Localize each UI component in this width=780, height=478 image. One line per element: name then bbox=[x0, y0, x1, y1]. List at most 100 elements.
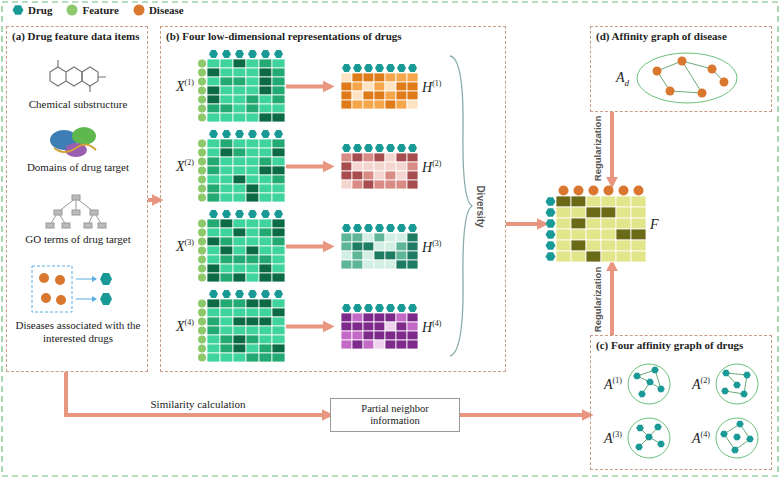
matrix-cell bbox=[363, 162, 374, 171]
panel-frame: A(1)A(2)A(3)A(4)(c) Four affinity graph … bbox=[590, 335, 772, 470]
matrix-cell bbox=[233, 308, 246, 317]
matrix-cell bbox=[272, 255, 285, 264]
matrix-cell bbox=[220, 184, 233, 193]
symbol-label: H(4) bbox=[419, 318, 444, 336]
matrix-cell bbox=[207, 255, 220, 264]
matrix-cell bbox=[246, 273, 259, 282]
math-symbol: A bbox=[692, 377, 701, 392]
matrix-cell bbox=[220, 264, 233, 273]
drug-marker bbox=[546, 208, 556, 217]
matrix-cell bbox=[220, 86, 233, 95]
matrix-cell bbox=[246, 246, 259, 255]
flow-arrow bbox=[148, 198, 160, 202]
matrix-cell bbox=[396, 100, 407, 109]
drug-marker bbox=[274, 50, 283, 58]
math-symbol: A bbox=[604, 431, 613, 446]
drug-vertex bbox=[743, 372, 751, 379]
matrix-cell bbox=[246, 255, 259, 264]
matrix-cell bbox=[341, 331, 352, 340]
matrix-cell bbox=[616, 218, 631, 229]
drug-marker bbox=[235, 50, 244, 58]
matrix-cell bbox=[220, 148, 233, 157]
matrix-block: H(3) bbox=[331, 223, 444, 270]
drug-marker bbox=[261, 50, 270, 58]
matrix-cell bbox=[259, 308, 272, 317]
data-item: Domains of drug target bbox=[11, 161, 145, 174]
legend-swatch bbox=[12, 4, 24, 16]
matrix-cell bbox=[272, 77, 285, 86]
matrix-cell bbox=[341, 322, 352, 331]
math-symbol: (1) bbox=[432, 78, 441, 87]
matrix-cell bbox=[220, 113, 233, 122]
matrix-cell bbox=[272, 317, 285, 326]
drug-marker bbox=[222, 130, 231, 138]
matrix-cell bbox=[352, 153, 363, 162]
matrix-cell bbox=[556, 207, 571, 218]
symbol-label: A(1) bbox=[601, 375, 625, 393]
symbol-label: F bbox=[647, 215, 662, 233]
matrix-cell bbox=[385, 171, 396, 180]
matrix-cell bbox=[272, 344, 285, 353]
legend-text: Disease bbox=[149, 4, 184, 16]
matrix-cell bbox=[220, 273, 233, 282]
drug-marker bbox=[546, 241, 556, 250]
matrix-cell bbox=[220, 335, 233, 344]
go-term-tree-icon bbox=[46, 195, 106, 228]
matrix-cell bbox=[220, 326, 233, 335]
matrix-cell bbox=[233, 77, 246, 86]
math-symbol: d bbox=[625, 78, 630, 88]
drug-vertex bbox=[635, 444, 643, 451]
matrix-cell bbox=[207, 113, 220, 122]
matrix-cell bbox=[207, 228, 220, 237]
matrix-cell bbox=[363, 322, 374, 331]
matrix-cell bbox=[396, 82, 407, 91]
math-symbol: X bbox=[176, 159, 185, 174]
matrix-cell bbox=[207, 148, 220, 157]
matrix-cell bbox=[207, 77, 220, 86]
matrix-cell bbox=[631, 240, 646, 251]
matrix-cell bbox=[396, 331, 407, 340]
matrix-cell bbox=[259, 335, 272, 344]
matrix-grid bbox=[197, 209, 286, 283]
matrix-cell bbox=[233, 68, 246, 77]
matrix-cell bbox=[556, 240, 571, 251]
matrix-cell bbox=[207, 317, 220, 326]
data-item: Chemical substructure bbox=[11, 98, 145, 111]
matrix-cell bbox=[396, 73, 407, 82]
drug-marker bbox=[248, 290, 257, 298]
matrix-cell bbox=[259, 344, 272, 353]
flow-arrow bbox=[66, 372, 330, 415]
matrix-cell bbox=[385, 260, 396, 269]
matrix-cell bbox=[341, 251, 352, 260]
matrix-cell bbox=[259, 184, 272, 193]
drug-vertex bbox=[733, 434, 741, 441]
matrix-cell bbox=[233, 104, 246, 113]
matrix-cell bbox=[233, 95, 246, 104]
matrix-cell bbox=[352, 242, 363, 251]
matrix-cell bbox=[246, 344, 259, 353]
matrix-cell bbox=[207, 139, 220, 148]
matrix-cell bbox=[259, 148, 272, 157]
matrix-cell bbox=[272, 335, 285, 344]
affinity-graph: A(2) bbox=[689, 361, 761, 407]
matrix-cell bbox=[207, 273, 220, 282]
matrix-cell bbox=[341, 162, 352, 171]
matrix-cell bbox=[246, 193, 259, 202]
matrix-cell bbox=[272, 308, 285, 317]
feature-marker bbox=[198, 345, 206, 353]
matrix-cell bbox=[220, 193, 233, 202]
matrix-cell bbox=[233, 113, 246, 122]
matrix-cell bbox=[616, 207, 631, 218]
matrix-cell bbox=[233, 219, 246, 228]
matrix-cell bbox=[259, 317, 272, 326]
matrix-cell bbox=[374, 242, 385, 251]
disease-marker bbox=[574, 186, 584, 196]
matrix-grid bbox=[331, 223, 419, 270]
matrix-cell bbox=[272, 228, 285, 237]
math-symbol: (4) bbox=[432, 318, 441, 327]
matrix-cell bbox=[571, 251, 586, 262]
symbol-label: Ad bbox=[613, 68, 632, 88]
matrix-cell bbox=[341, 82, 352, 91]
matrix-cell bbox=[374, 251, 385, 260]
matrix-cell bbox=[246, 86, 259, 95]
